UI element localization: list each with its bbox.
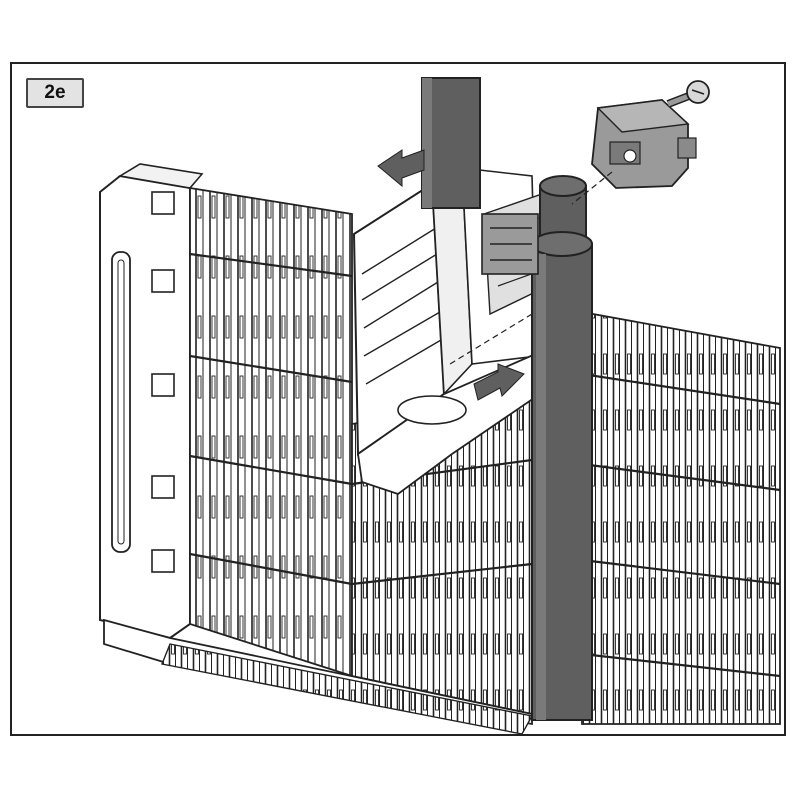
assembly-guide-lines [449,171,613,365]
mounting-bar-rear [421,77,481,209]
fixing-clip [591,99,697,189]
right-terminal-blocks [581,310,781,725]
illustration-frame: 2e [10,62,786,736]
cable-tube [531,175,593,721]
right-arrow-icon [473,363,525,401]
mounting-rail [103,618,534,734]
cable-clamp [481,213,539,275]
left-frame-rail [99,163,204,640]
step-label-badge: 2e [26,78,84,108]
screw-icon [666,80,710,108]
left-terminal-blocks [189,186,353,678]
left-arrow-icon [377,149,425,188]
assembly-illustration [99,77,781,734]
